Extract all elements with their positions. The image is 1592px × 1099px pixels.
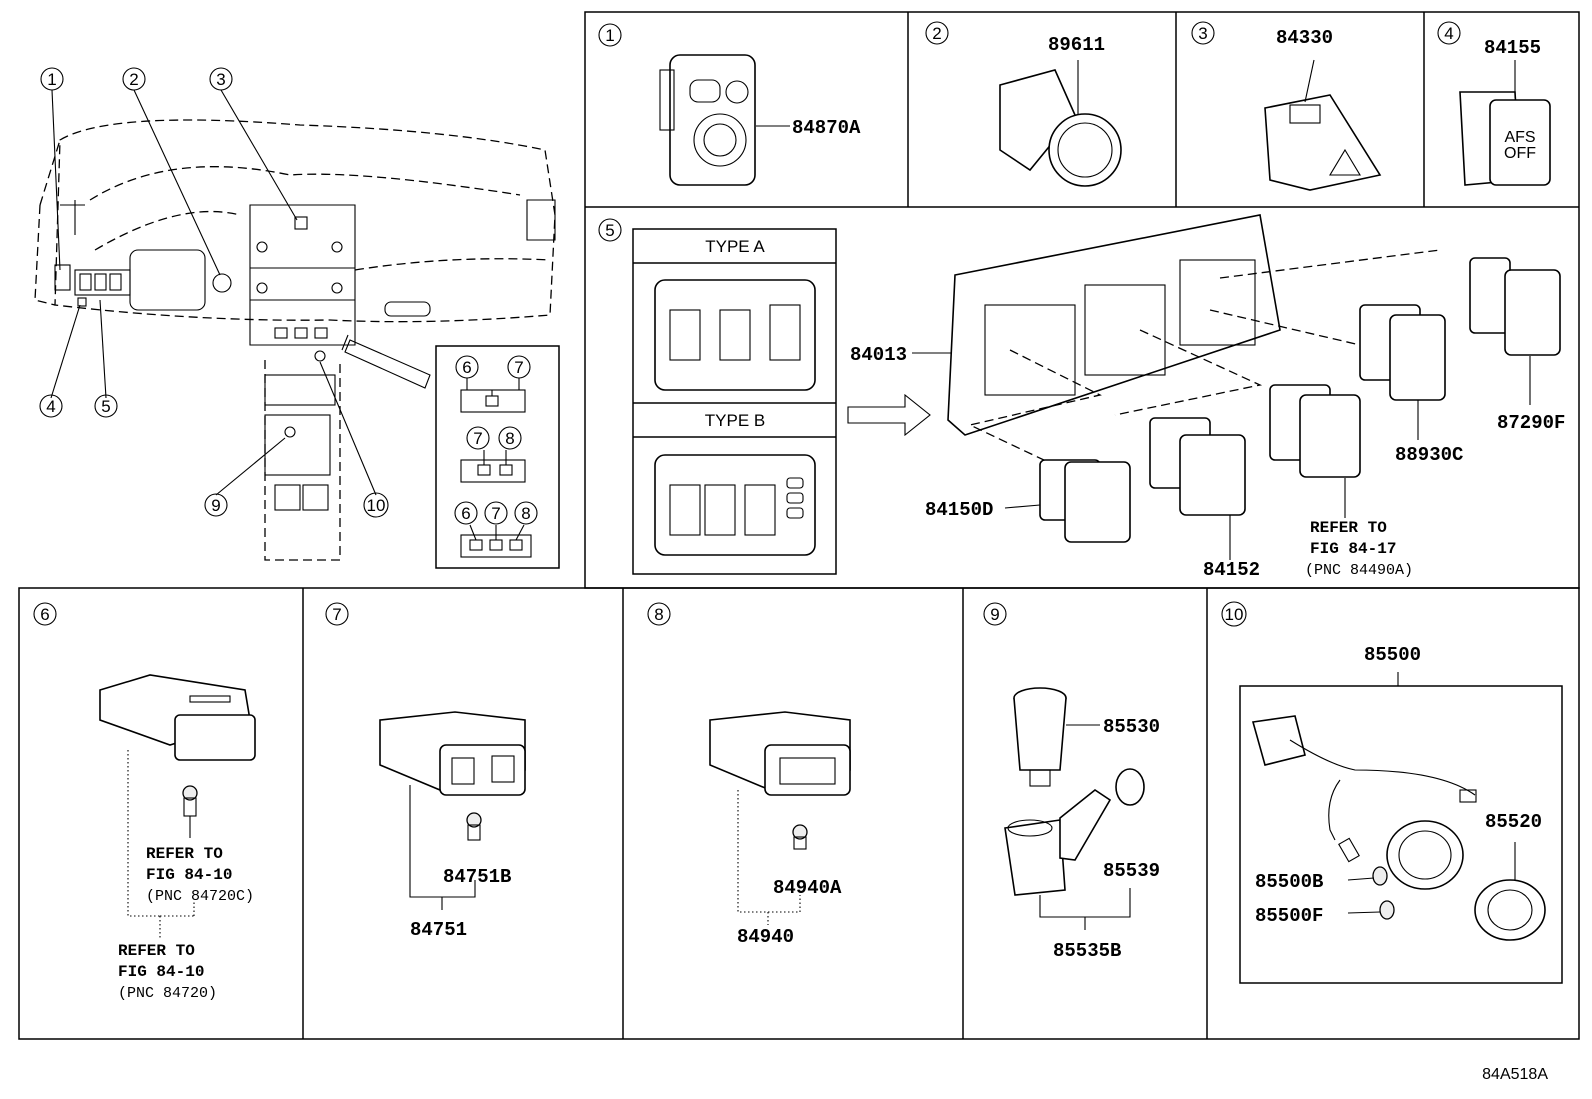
callout-1: 1 bbox=[47, 70, 56, 89]
pn-87290F: 87290F bbox=[1497, 412, 1565, 434]
p5-note-3: (PNC 84490A) bbox=[1305, 562, 1413, 579]
pn-84330: 84330 bbox=[1276, 27, 1333, 49]
panel-6-ect-switch bbox=[99, 674, 256, 940]
afs-line2: OFF bbox=[1504, 145, 1536, 162]
legend-6a: 6 bbox=[462, 358, 471, 377]
callout-3: 3 bbox=[216, 70, 225, 89]
panel-callout-2: 2 bbox=[932, 24, 941, 43]
pn-85520: 85520 bbox=[1485, 811, 1542, 833]
panel-5-switch-bezel bbox=[632, 214, 1561, 575]
afs-line1: AFS bbox=[1504, 129, 1535, 146]
callout-2: 2 bbox=[129, 70, 138, 89]
panel-8-switch bbox=[709, 711, 851, 925]
pn-85539: 85539 bbox=[1103, 860, 1160, 882]
p6-note1-2: FIG 84-10 bbox=[146, 866, 232, 884]
pn-85500F: 85500F bbox=[1255, 905, 1323, 927]
panel-callout-8: 8 bbox=[654, 605, 663, 624]
pn-84870A: 84870A bbox=[792, 117, 861, 139]
legend-8b: 8 bbox=[505, 429, 514, 448]
panel-9-power-outlet bbox=[1004, 687, 1145, 930]
legend-8c: 8 bbox=[521, 504, 530, 523]
panel-7-switch bbox=[379, 711, 526, 910]
pn-84150D: 84150D bbox=[925, 499, 993, 521]
p6-note1-1: REFER TO bbox=[146, 845, 223, 863]
p5-note-2: FIG 84-17 bbox=[1310, 540, 1396, 558]
p6-note2-2: FIG 84-10 bbox=[118, 963, 204, 981]
panel-callout-5: 5 bbox=[605, 221, 614, 240]
legend-7c: 7 bbox=[491, 504, 500, 523]
pn-85535B: 85535B bbox=[1053, 940, 1121, 962]
pn-85530: 85530 bbox=[1103, 716, 1160, 738]
pn-88930C: 88930C bbox=[1395, 444, 1463, 466]
panel-callout-6: 6 bbox=[40, 605, 49, 624]
callout-5: 5 bbox=[101, 397, 110, 416]
callout-10: 10 bbox=[367, 496, 386, 515]
part-numbers: 84870A 89611 84330 84155 TYPE A TYPE B 8… bbox=[118, 27, 1565, 1083]
dashboard-overview bbox=[34, 89, 560, 569]
panel-callout-9: 9 bbox=[990, 605, 999, 624]
panel-callout-4: 4 bbox=[1444, 24, 1453, 43]
legend-7a: 7 bbox=[514, 358, 523, 377]
pn-89611: 89611 bbox=[1048, 34, 1105, 56]
p5-note-1: REFER TO bbox=[1310, 519, 1387, 537]
panel-callout-7: 7 bbox=[332, 605, 341, 624]
p6-note2-3: (PNC 84720) bbox=[118, 985, 217, 1002]
panel-callout-1: 1 bbox=[605, 26, 614, 45]
pn-84751: 84751 bbox=[410, 919, 467, 941]
type-b-label: TYPE B bbox=[705, 411, 765, 430]
panel-10-cigarette-lighter bbox=[1239, 672, 1563, 984]
pn-84013: 84013 bbox=[850, 344, 907, 366]
panel-1-mirror-switch bbox=[659, 54, 790, 186]
pn-84152: 84152 bbox=[1203, 559, 1260, 581]
panel-callout-10: 10 bbox=[1225, 605, 1244, 624]
p6-note1-3: (PNC 84720C) bbox=[146, 888, 254, 905]
panel-4-afs-off-switch: AFS OFF bbox=[1459, 60, 1551, 186]
callout-4: 4 bbox=[46, 397, 55, 416]
callout-9: 9 bbox=[211, 496, 220, 515]
pn-84940A: 84940A bbox=[773, 877, 842, 899]
callout-circles: 1 2 3 4 5 9 10 6 7 7 8 6 7 8 1 2 3 4 5 6… bbox=[33, 21, 1461, 627]
panel-2-start-switch bbox=[999, 60, 1122, 187]
panel-grid bbox=[18, 11, 1580, 1040]
legend-6c: 6 bbox=[461, 504, 470, 523]
pn-84155: 84155 bbox=[1484, 37, 1541, 59]
p6-note2-1: REFER TO bbox=[118, 942, 195, 960]
type-a-label: TYPE A bbox=[705, 237, 765, 256]
pn-84751B: 84751B bbox=[443, 866, 511, 888]
legend-7b: 7 bbox=[473, 429, 482, 448]
panel-callout-3: 3 bbox=[1198, 24, 1207, 43]
pn-85500: 85500 bbox=[1364, 644, 1421, 666]
panel-3-hazard-switch bbox=[1264, 59, 1382, 191]
pn-85500B: 85500B bbox=[1255, 871, 1323, 893]
pn-84940: 84940 bbox=[737, 926, 794, 948]
diagram-reference: 84A518A bbox=[1482, 1066, 1548, 1083]
